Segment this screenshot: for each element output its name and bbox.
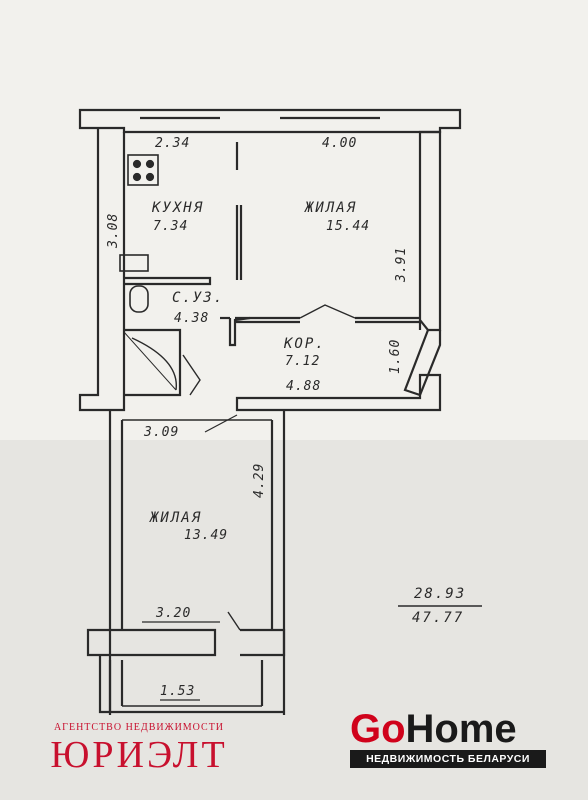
gohome-logo: GoHome НЕДВИЖИМОСТЬ БЕЛАРУСИ <box>350 708 546 768</box>
agency-logo: АГЕНТСТВО НЕДВИЖИМОСТИ ЮРИЭЛТ <box>34 722 244 777</box>
gohome-tagline: НЕДВИЖИМОСТЬ БЕЛАРУСИ <box>350 750 546 768</box>
dim-living-1-width: 4.00 <box>322 136 358 151</box>
living-room-1-area: 15.44 <box>326 219 371 234</box>
dim-living-2-depth: 4.29 <box>252 462 267 498</box>
dim-living-1-depth: 3.91 <box>394 246 409 282</box>
agency-subtitle: АГЕНТСТВО НЕДВИЖИМОСТИ <box>53 722 225 733</box>
dim-kitchen-depth: 3.08 <box>106 212 121 248</box>
corridor-area: 7.12 <box>285 354 321 369</box>
living-room-1-name: ЖИЛАЯ <box>305 200 358 216</box>
gohome-wordmark: GoHome <box>350 707 517 751</box>
agency-name: ЮРИЭЛТ <box>50 734 228 776</box>
dim-kitchen-width: 2.34 <box>155 136 191 151</box>
bathroom-area: 4.38 <box>174 311 210 326</box>
outer-wall-top <box>78 108 462 134</box>
living-area-total: 28.93 <box>414 586 467 602</box>
outer-wall-right <box>418 130 442 332</box>
dim-living-2-top: 3.09 <box>144 425 180 440</box>
kitchen-name: КУХНЯ <box>152 200 205 216</box>
kitchen-area: 7.34 <box>153 219 189 234</box>
corridor-bottom-wall <box>235 373 442 412</box>
living-room-2-name: ЖИЛАЯ <box>150 510 203 526</box>
corridor-name: КОР. <box>284 336 326 352</box>
living-room-2-area: 13.49 <box>184 528 229 543</box>
dim-living-2-width: 3.20 <box>156 606 192 621</box>
total-area: 47.77 <box>412 610 465 626</box>
dim-corridor-side: 1.60 <box>388 338 403 374</box>
outer-wall-left <box>78 128 126 412</box>
bathroom-name: С.УЗ. <box>172 290 225 306</box>
dim-balcony-width: 1.53 <box>160 684 196 699</box>
dim-corridor-length: 4.88 <box>286 379 322 394</box>
